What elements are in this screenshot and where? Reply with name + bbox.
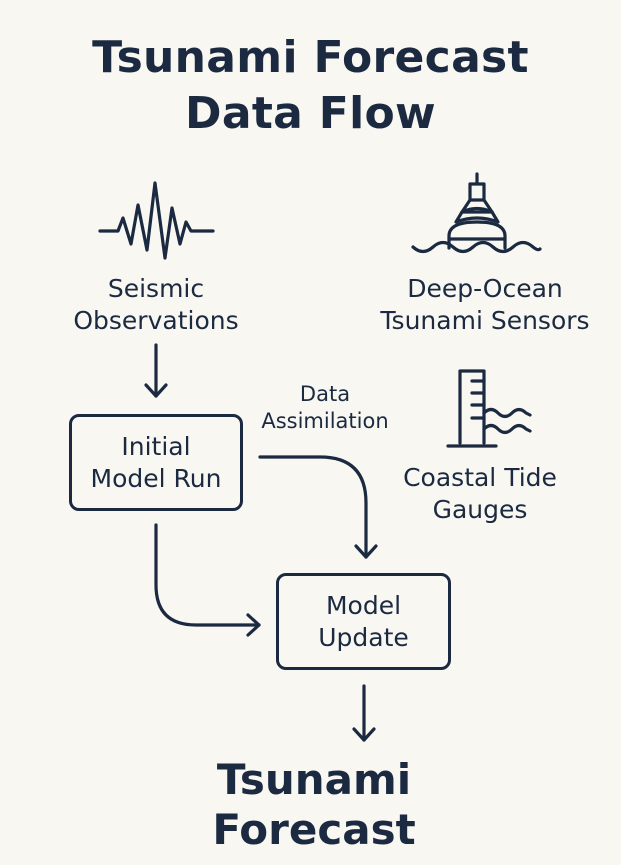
source-seismic-label: Seismic Observations: [56, 273, 256, 337]
update-line-1: Model: [325, 590, 402, 620]
tide-line-1: Coastal Tide: [403, 463, 557, 492]
forecast-line-1: Tsunami: [216, 755, 412, 804]
update-line-2: Update: [318, 622, 409, 652]
diagram-title: Tsunami Forecast Data Flow: [0, 30, 621, 142]
source-tide-label: Coastal Tide Gauges: [380, 462, 580, 526]
tide-gauge-icon: [446, 369, 532, 448]
dart-line-2: Tsunami Sensors: [380, 306, 590, 335]
buoy-icon: [411, 172, 542, 254]
assimilation-line-2: Assimilation: [261, 409, 389, 433]
output-tsunami-forecast: Tsunami Forecast: [164, 755, 464, 855]
source-dart-label: Deep-Ocean Tsunami Sensors: [370, 273, 600, 337]
edge-label-data-assimilation: Data Assimilation: [250, 381, 400, 435]
arrow-initial-to-update: [154, 523, 261, 637]
initial-line-2: Model Run: [90, 463, 222, 493]
seismic-line-2: Observations: [73, 306, 239, 335]
arrow-seismic-to-initial: [144, 343, 168, 398]
arrow-update-to-forecast: [352, 684, 376, 742]
seismograph-icon: [98, 181, 215, 260]
node-model-update: Model Update: [276, 573, 451, 670]
title-line-1: Tsunami Forecast: [92, 32, 529, 83]
arrow-assimilation-to-update: [258, 455, 378, 559]
tide-line-2: Gauges: [432, 495, 528, 524]
forecast-line-2: Forecast: [212, 805, 416, 854]
title-line-2: Data Flow: [185, 88, 436, 139]
assimilation-line-1: Data: [299, 382, 351, 406]
seismic-line-1: Seismic: [107, 274, 205, 303]
node-initial-model-run: Initial Model Run: [69, 414, 243, 511]
dart-line-1: Deep-Ocean: [407, 274, 563, 303]
initial-line-1: Initial: [121, 431, 191, 461]
